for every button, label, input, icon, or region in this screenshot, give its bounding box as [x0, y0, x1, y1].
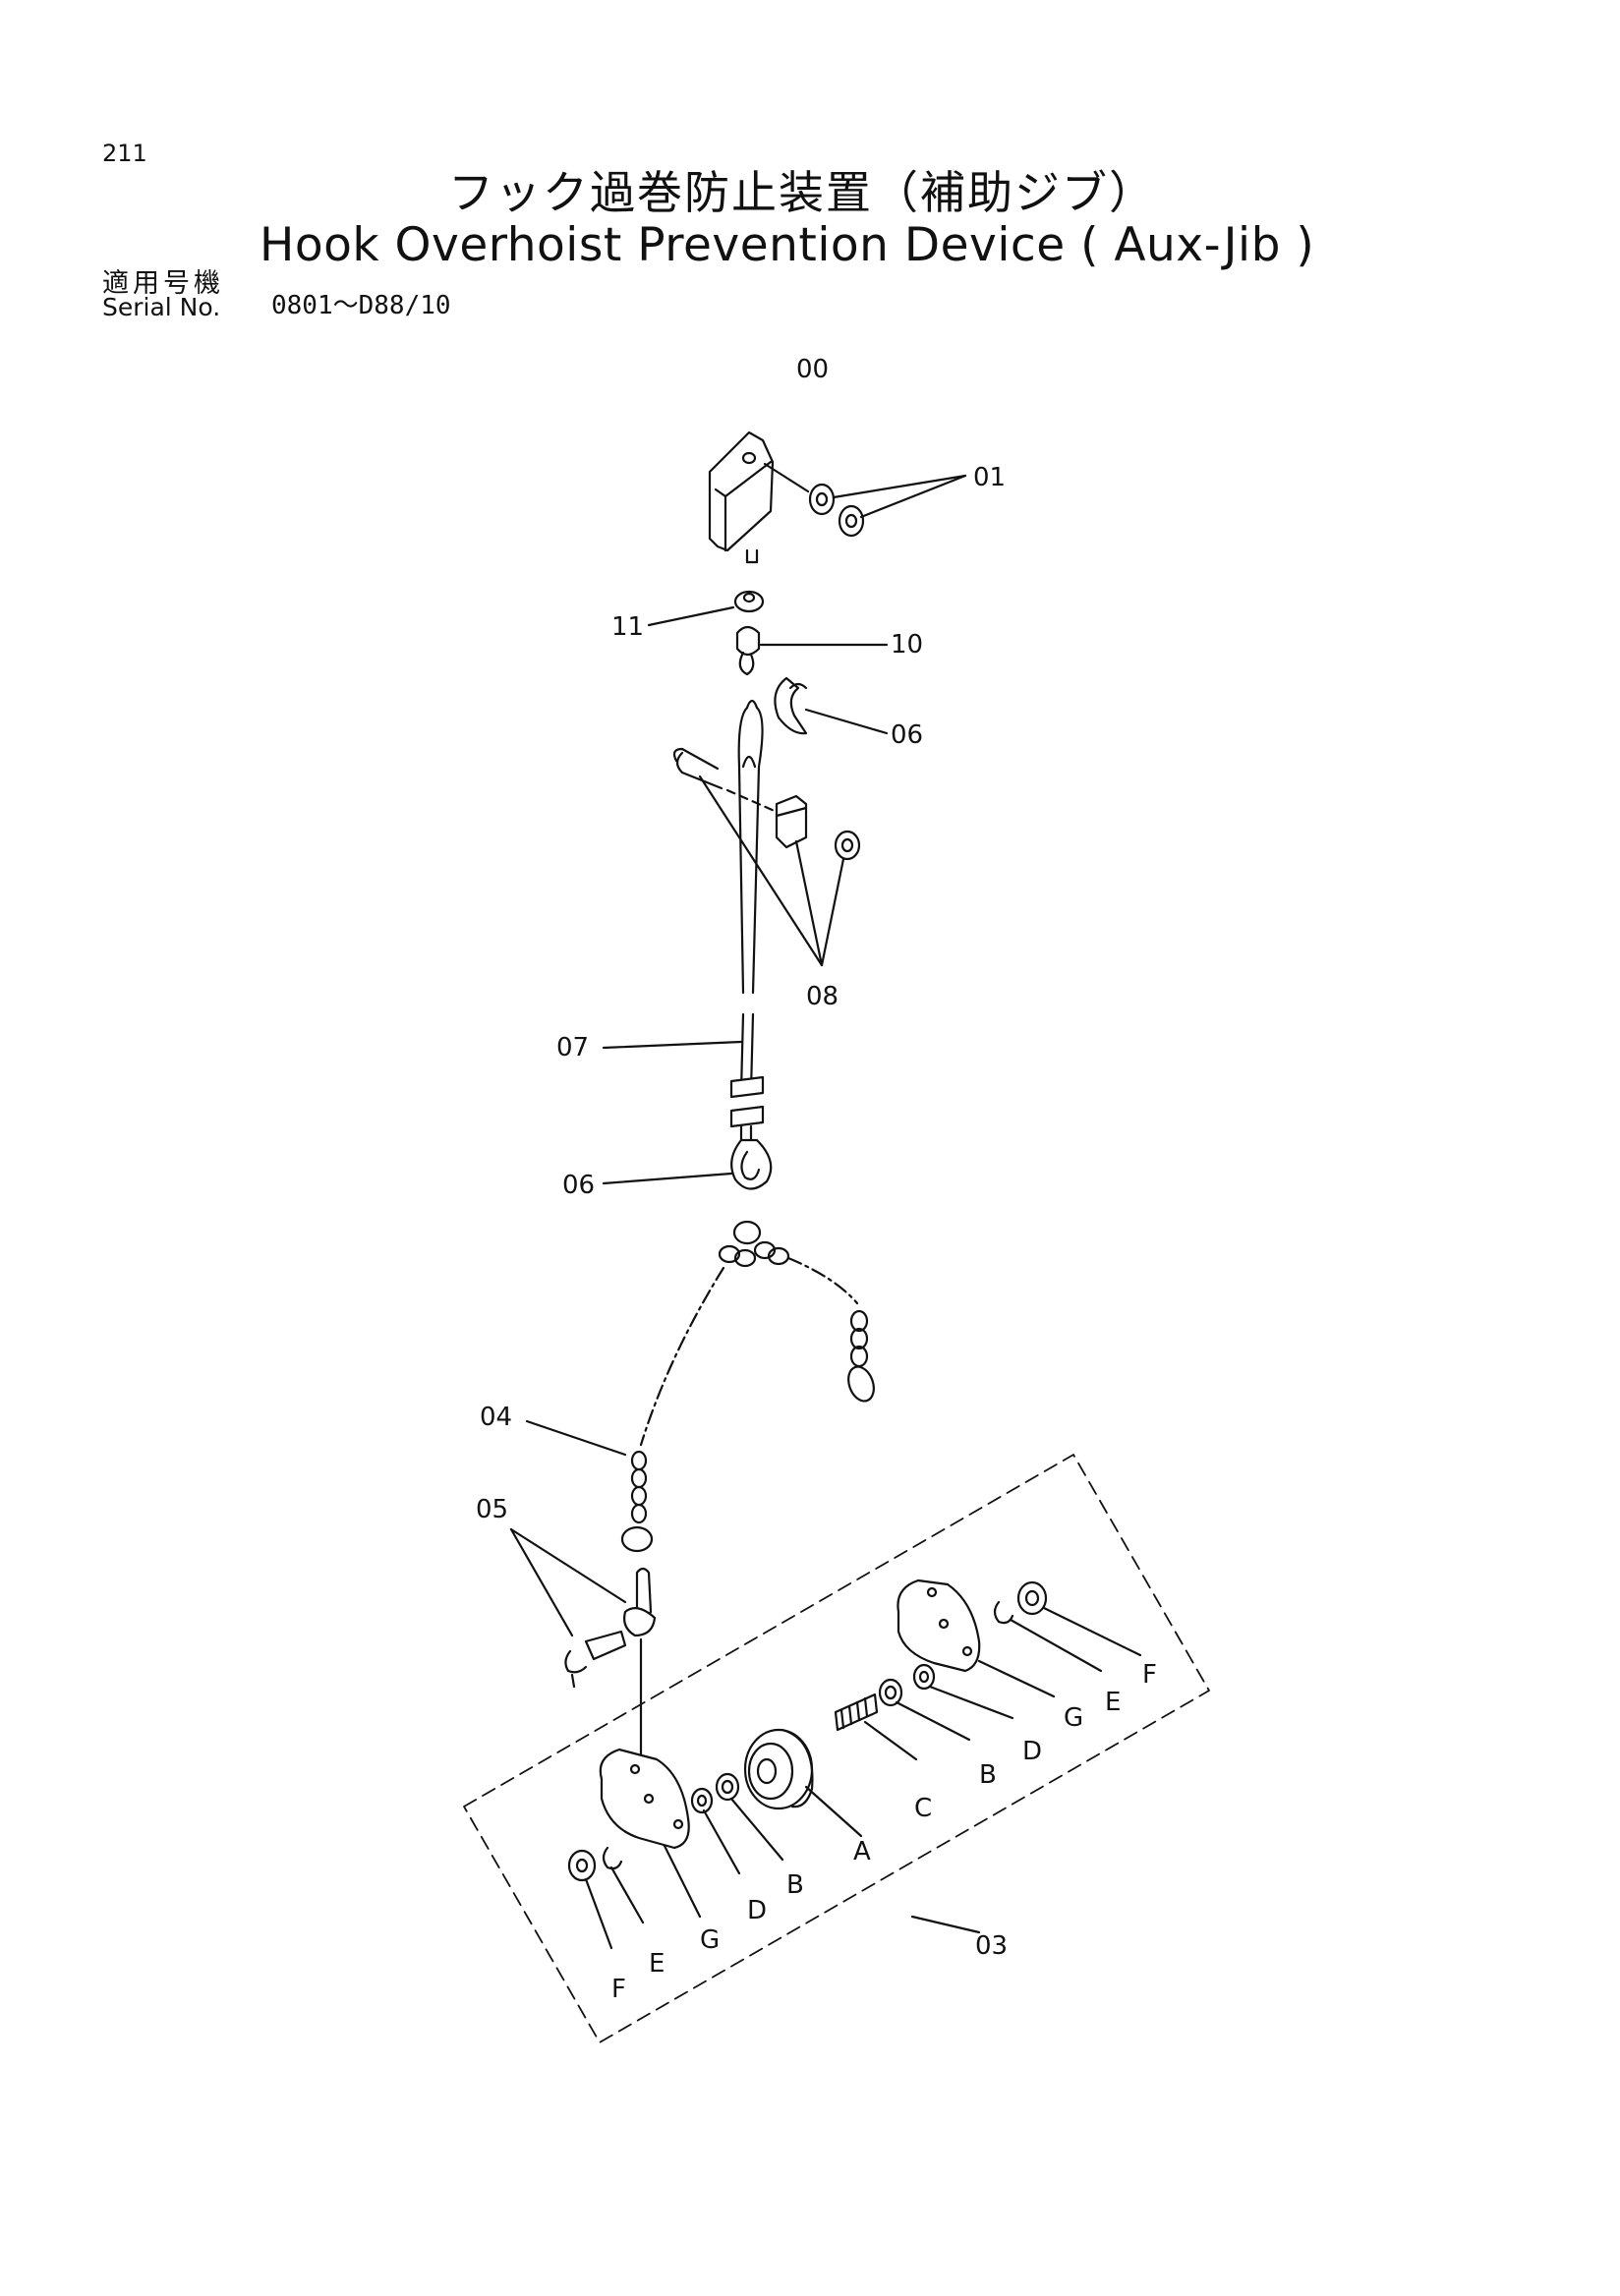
label-part-F-right: F [1142, 1660, 1157, 1690]
label-part-E-right: E [1105, 1688, 1121, 1717]
pin-assembly [509, 1527, 657, 1761]
swivel-joint [735, 625, 889, 676]
wire-rope-lower [602, 1012, 765, 1148]
label-part-11: 11 [611, 612, 644, 642]
label-part-06-lower: 06 [562, 1171, 595, 1200]
label-part-04: 04 [480, 1403, 512, 1432]
label-part-G-left: G [700, 1925, 720, 1955]
label-part-G-right: G [1064, 1703, 1083, 1733]
lower-thimble [602, 1138, 773, 1190]
label-part-01: 01 [973, 463, 1006, 492]
sub-assembly-boundary [463, 1454, 1210, 2043]
label-part-00: 00 [796, 355, 829, 384]
label-part-A: A [853, 1837, 871, 1866]
label-part-F-left: F [611, 1975, 626, 2004]
label-part-C: C [914, 1794, 932, 1823]
label-part-05: 05 [476, 1495, 508, 1524]
small-nut [647, 590, 765, 627]
chain-assembly [525, 1220, 875, 1553]
title-japanese: フック過巻防止装置（補助ジブ） [448, 166, 1156, 219]
label-part-07: 07 [556, 1033, 589, 1062]
rope-clip-u-bolt [672, 747, 861, 967]
label-part-E-left: E [649, 1949, 665, 1979]
label-part-D-right: D [1022, 1737, 1042, 1766]
page-number: 211 [102, 140, 147, 167]
nut-pair [763, 462, 967, 538]
label-part-B-right: B [979, 1760, 997, 1790]
title-english: Hook Overhoist Prevention Device ( Aux-J… [260, 218, 1315, 272]
label-part-B-left: B [786, 1870, 804, 1900]
label-part-10: 10 [891, 630, 923, 660]
serial-label-english: Serial No. [102, 293, 221, 321]
serial-number-value: 0801～D88/10 [271, 291, 451, 320]
serial-label-japanese: 適用号機 [102, 268, 224, 299]
limit-switch-body [708, 430, 775, 564]
label-part-03: 03 [975, 1931, 1008, 1961]
label-part-08: 08 [806, 982, 839, 1011]
label-part-D-left: D [747, 1896, 767, 1925]
sheave-sub-assembly [567, 1578, 1142, 1950]
wire-rope-upper [737, 699, 764, 995]
upper-thimble [774, 676, 889, 735]
label-part-06-upper: 06 [891, 720, 923, 750]
